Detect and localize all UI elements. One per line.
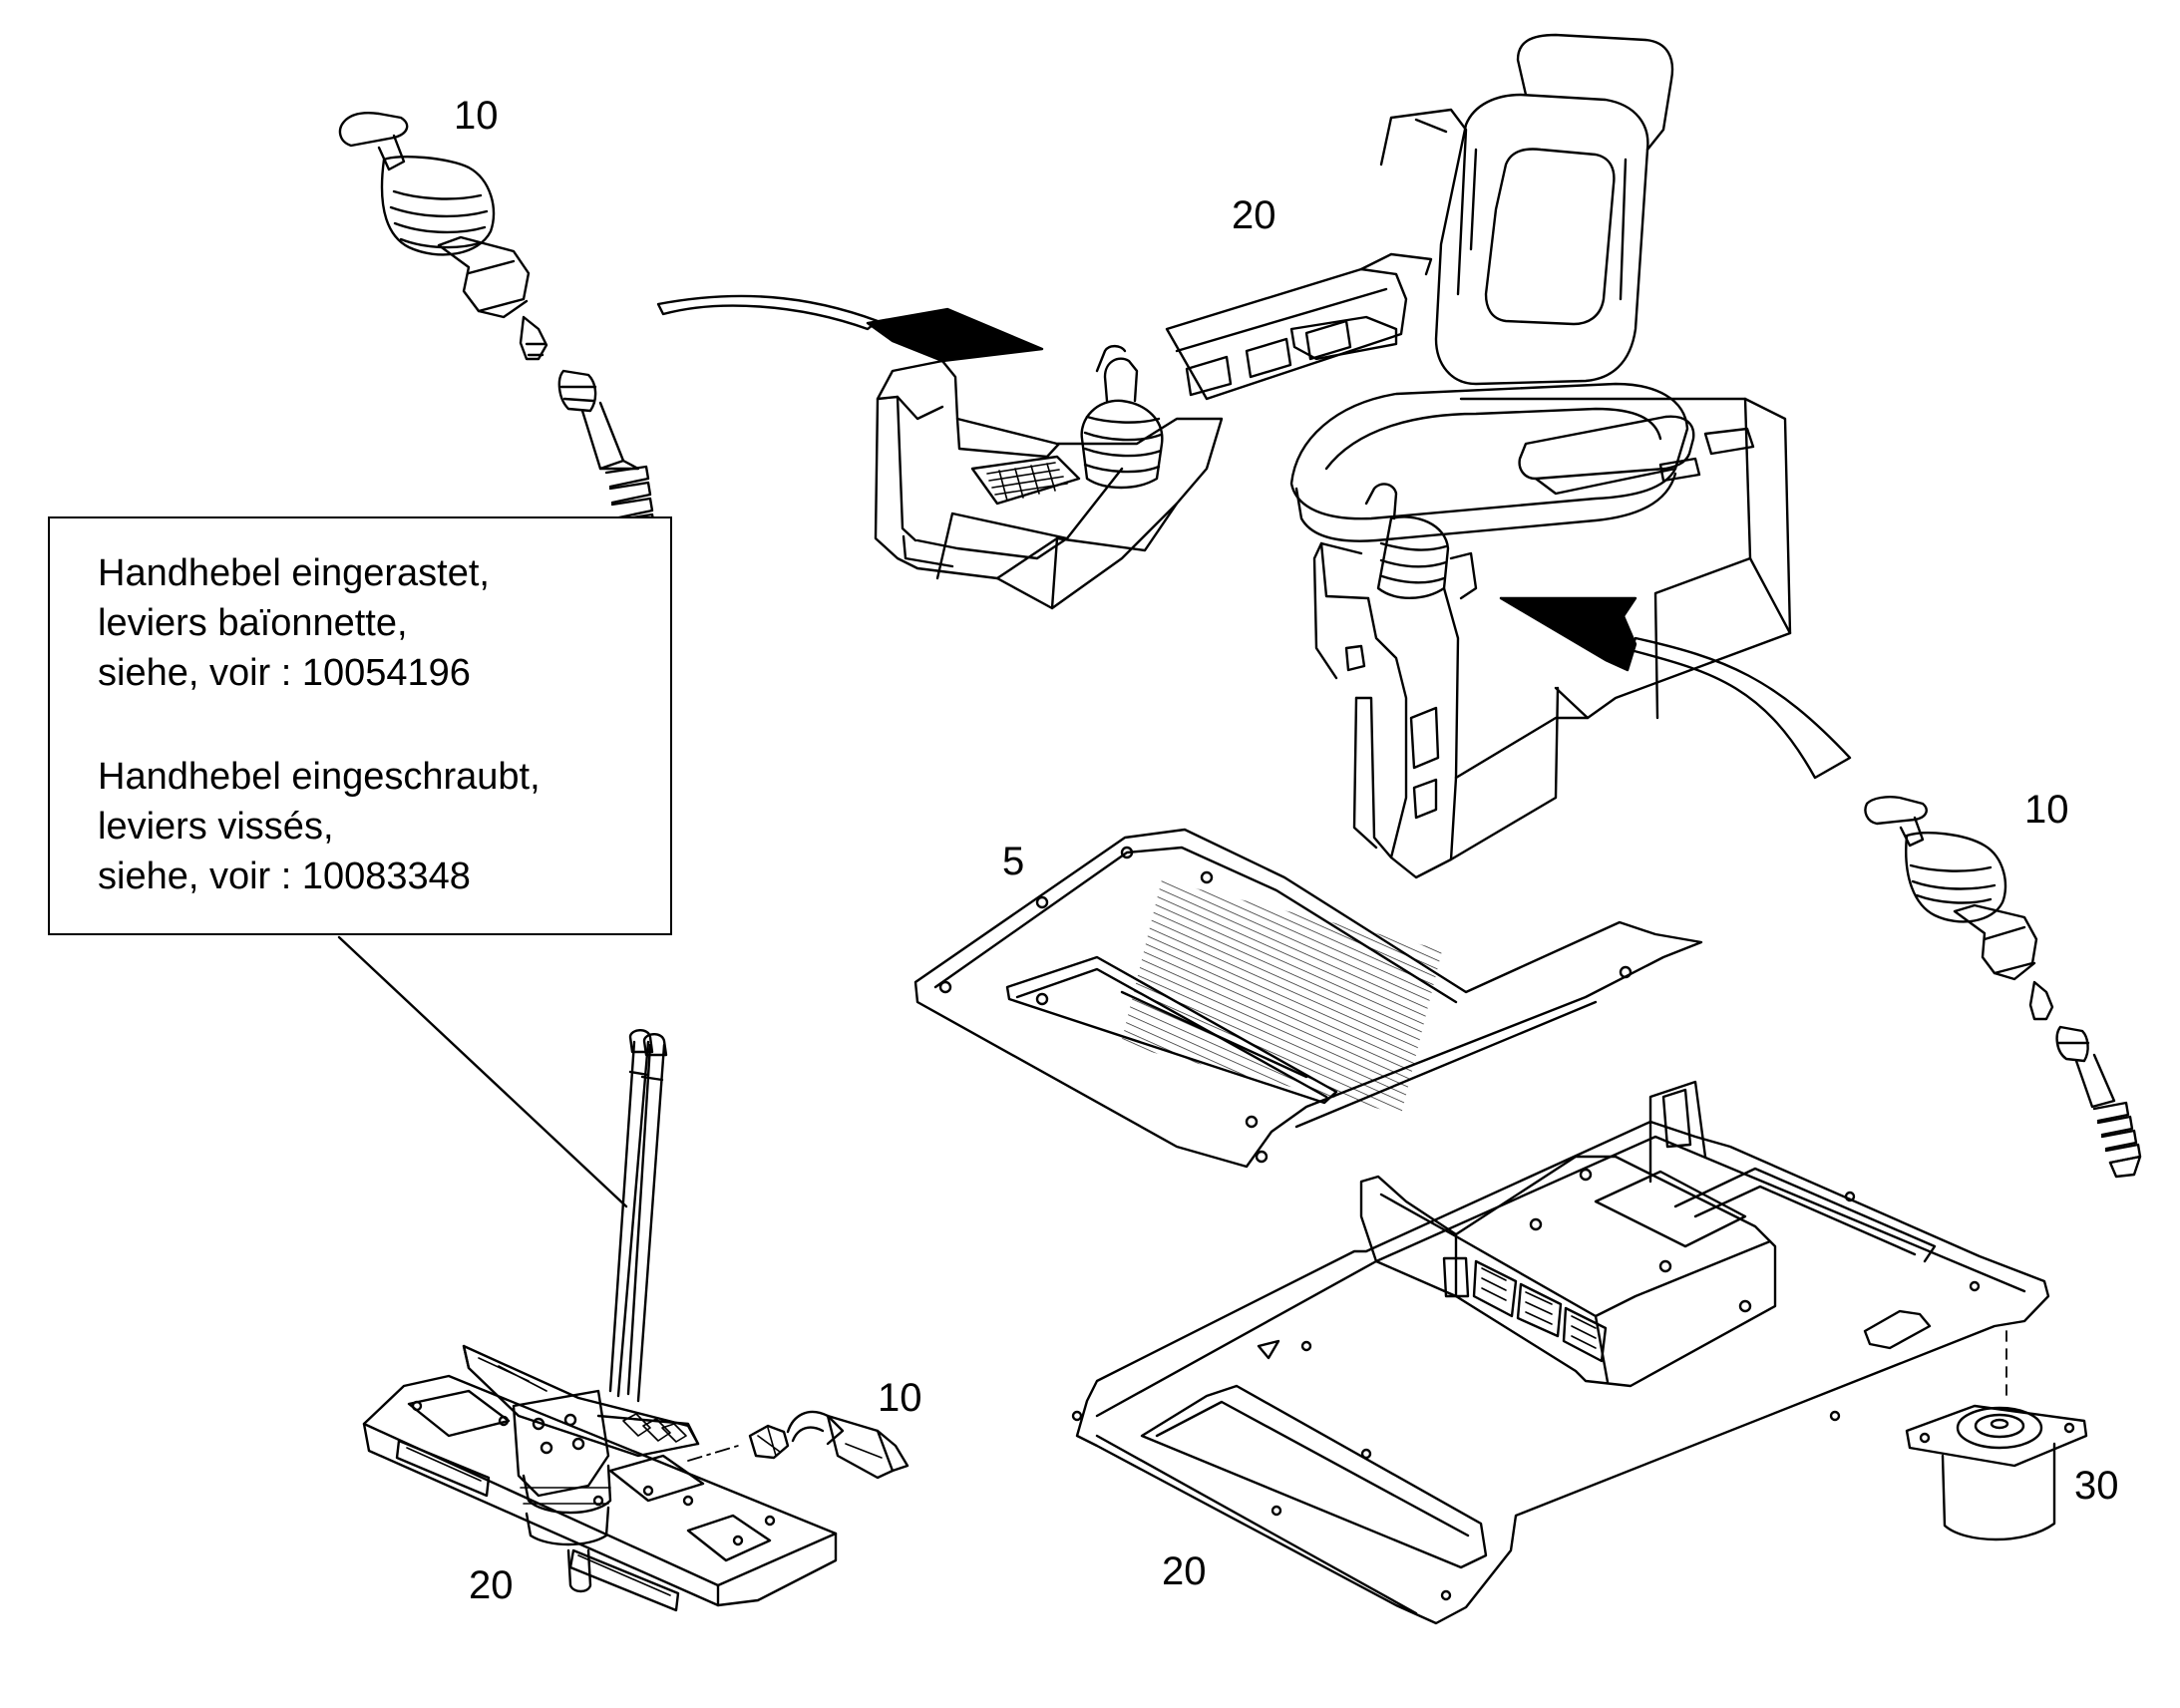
lever-pedestal — [362, 1029, 909, 1612]
note-line: leviers vissés, — [98, 806, 334, 848]
callout-lever-fitting: 10 — [878, 1376, 922, 1420]
vibration-mount — [1905, 1404, 2088, 1541]
callout-joystick-top-left: 10 — [454, 94, 499, 138]
note-line: siehe, voir : 10054196 — [98, 652, 471, 694]
callout-base-plate: 20 — [1162, 1549, 1207, 1593]
callout-joystick-right: 10 — [2024, 788, 2069, 832]
operator-console-seat — [874, 33, 1792, 879]
floor-plate-upper — [913, 828, 1703, 1169]
note-leader-line — [337, 935, 628, 1208]
note-line: leviers baïonnette, — [98, 602, 408, 644]
callout-floor-plate-upper: 5 — [1002, 840, 1025, 883]
arrow-to-left-joystick — [656, 294, 1044, 363]
callout-console: 20 — [1232, 193, 1276, 237]
joystick-right — [1864, 796, 2142, 1179]
callout-vibration-mount: 30 — [2074, 1464, 2119, 1508]
callout-lever-pedestal: 20 — [469, 1563, 514, 1607]
arrow-to-right-joystick — [1499, 596, 1852, 780]
note-line: Handhebel eingeschraubt, — [98, 756, 541, 798]
note-line: siehe, voir : 10083348 — [98, 855, 471, 897]
keypad — [986, 462, 1068, 502]
base-plate-lower — [1071, 1080, 2050, 1625]
note-line: Handhebel eingerastet, — [98, 552, 490, 594]
reference-note-box — [48, 516, 672, 935]
